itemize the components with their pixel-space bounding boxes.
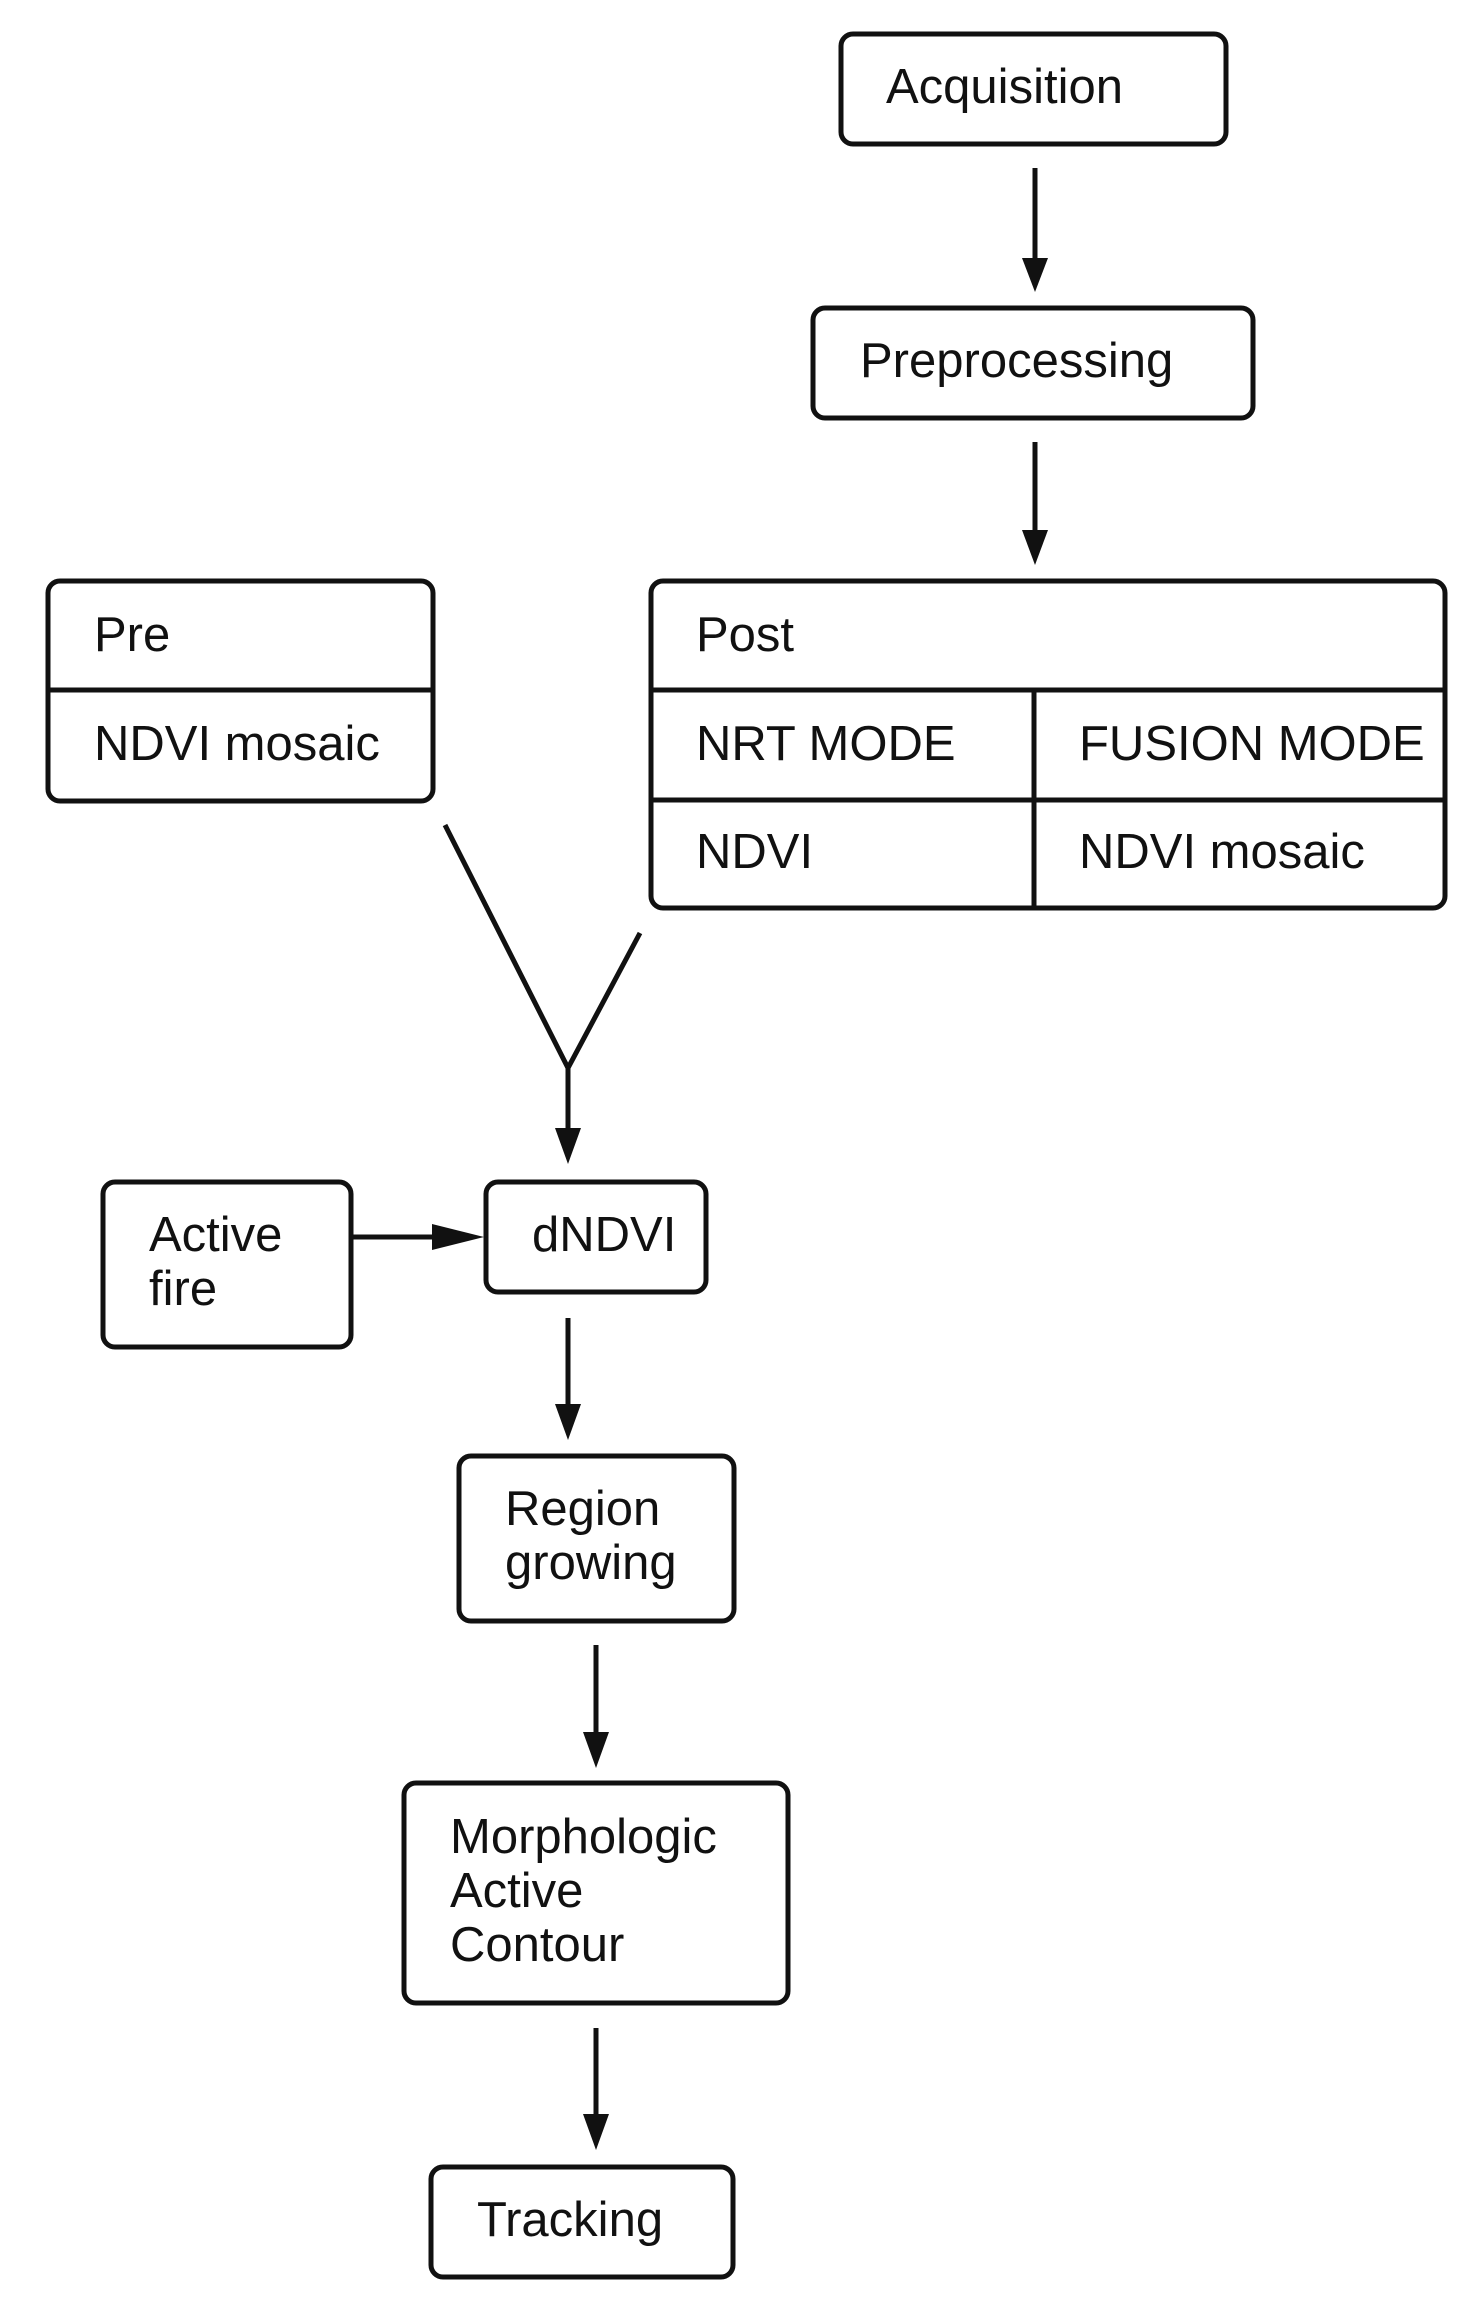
node-post-fusion-ndvi-mosaic: NDVI mosaic [1079, 825, 1365, 879]
edge-dndvi-region [555, 1318, 581, 1440]
edge-morphologic-tracking [583, 2028, 609, 2150]
node-dndvi-label: dNDVI [532, 1208, 676, 1262]
node-dndvi: dNDVI [483, 1179, 709, 1295]
edge-merge-to-dndvi [442, 823, 643, 1164]
node-pre: Pre NDVI mosaic [45, 578, 436, 804]
node-tracking-label: Tracking [477, 2193, 663, 2247]
edge-activefire-dndvi [351, 1224, 484, 1250]
edge-region-morphologic [583, 1645, 609, 1768]
node-post: Post NRT MODE FUSION MODE NDVI NDVI mosa… [648, 578, 1448, 911]
node-active-fire-line-1: Active [149, 1208, 282, 1262]
node-active-fire: Active fire [100, 1179, 354, 1350]
node-active-fire-line-2: fire [149, 1262, 217, 1316]
node-region-growing-line-1: Region [505, 1482, 660, 1536]
node-preprocessing: Preprocessing [810, 305, 1256, 421]
edge-acquisition-preprocessing [1022, 168, 1048, 292]
node-pre-title: Pre [94, 608, 170, 662]
node-morphologic-active-contour: Morphologic Active Contour [401, 1780, 791, 2006]
edge-preprocessing-post [1022, 442, 1048, 565]
node-pre-ndvi-mosaic: NDVI mosaic [94, 717, 380, 771]
node-morphologic-line-3: Contour [450, 1918, 624, 1972]
node-morphologic-label: Morphologic Active Contour [450, 1810, 731, 1972]
node-active-fire-label: Active fire [149, 1208, 296, 1316]
node-morphologic-line-1: Morphologic [450, 1810, 717, 1864]
connectors [351, 168, 1048, 2150]
node-preprocessing-label: Preprocessing [860, 334, 1173, 388]
node-post-nrt-ndvi: NDVI [696, 825, 813, 879]
node-region-growing-label: Region growing [505, 1482, 677, 1590]
node-post-nrt-mode: NRT MODE [696, 717, 956, 771]
node-morphologic-line-2: Active [450, 1864, 583, 1918]
node-acquisition: Acquisition [838, 31, 1229, 147]
node-acquisition-label: Acquisition [886, 60, 1123, 114]
node-region-growing: Region growing [456, 1453, 737, 1624]
node-post-title: Post [696, 608, 794, 662]
node-region-growing-line-2: growing [505, 1536, 677, 1590]
node-post-fusion-mode: FUSION MODE [1079, 717, 1425, 771]
node-tracking: Tracking [428, 2164, 736, 2280]
